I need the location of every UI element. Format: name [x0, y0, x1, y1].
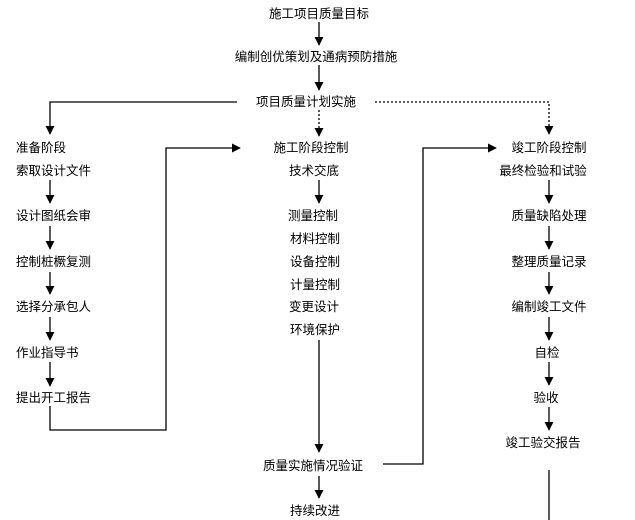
- completion-step: 质量缺陷处理: [510, 208, 588, 224]
- construction-step: 技术交底: [287, 163, 341, 179]
- planning-node: 编制创优策划及通病预防措施: [233, 49, 399, 65]
- construction-step: 变更设计: [287, 299, 341, 315]
- completion-step: 整理质量记录: [510, 254, 588, 270]
- dotted-implementation-to-completion: [375, 101, 554, 135]
- verification-node: 质量实施情况验证: [261, 458, 365, 474]
- prep-step: 提出开工报告: [15, 390, 93, 406]
- construction-step: 计量控制: [288, 277, 342, 293]
- implementation-node: 项目质量计划实施: [254, 94, 358, 110]
- prep-step: 选择分承包人: [15, 299, 93, 315]
- completion-stage-title: 竣工阶段控制: [510, 140, 588, 156]
- completion-step: 最终检验和试验: [498, 163, 588, 179]
- goal-node: 施工项目质量目标: [267, 6, 371, 22]
- preparation-stage-title: 准备阶段: [15, 140, 68, 156]
- improvement-node: 持续改进: [288, 503, 342, 519]
- completion-step: 验收: [532, 390, 560, 406]
- connector-verification-to-completion: [383, 143, 497, 465]
- prep-step: 索取设计文件: [15, 163, 93, 179]
- construction-step: 测量控制: [286, 208, 340, 224]
- completion-step: 自检: [533, 345, 561, 361]
- construction-stage-title: 施工阶段控制: [272, 140, 350, 156]
- construction-step: 环境保护: [288, 322, 342, 338]
- completion-step: 编制竣工文件: [510, 299, 588, 315]
- connector-implementation-to-preparation: [45, 101, 237, 135]
- completion-step: 竣工验交报告: [504, 435, 582, 451]
- construction-step: 材料控制: [288, 231, 342, 247]
- prep-step: 设计图纸会审: [15, 208, 93, 224]
- prep-step: 作业指导书: [15, 345, 80, 361]
- construction-step: 设备控制: [288, 254, 342, 270]
- connector-preparation-to-construction: [49, 143, 241, 431]
- prep-step: 控制桩橛复测: [15, 254, 93, 270]
